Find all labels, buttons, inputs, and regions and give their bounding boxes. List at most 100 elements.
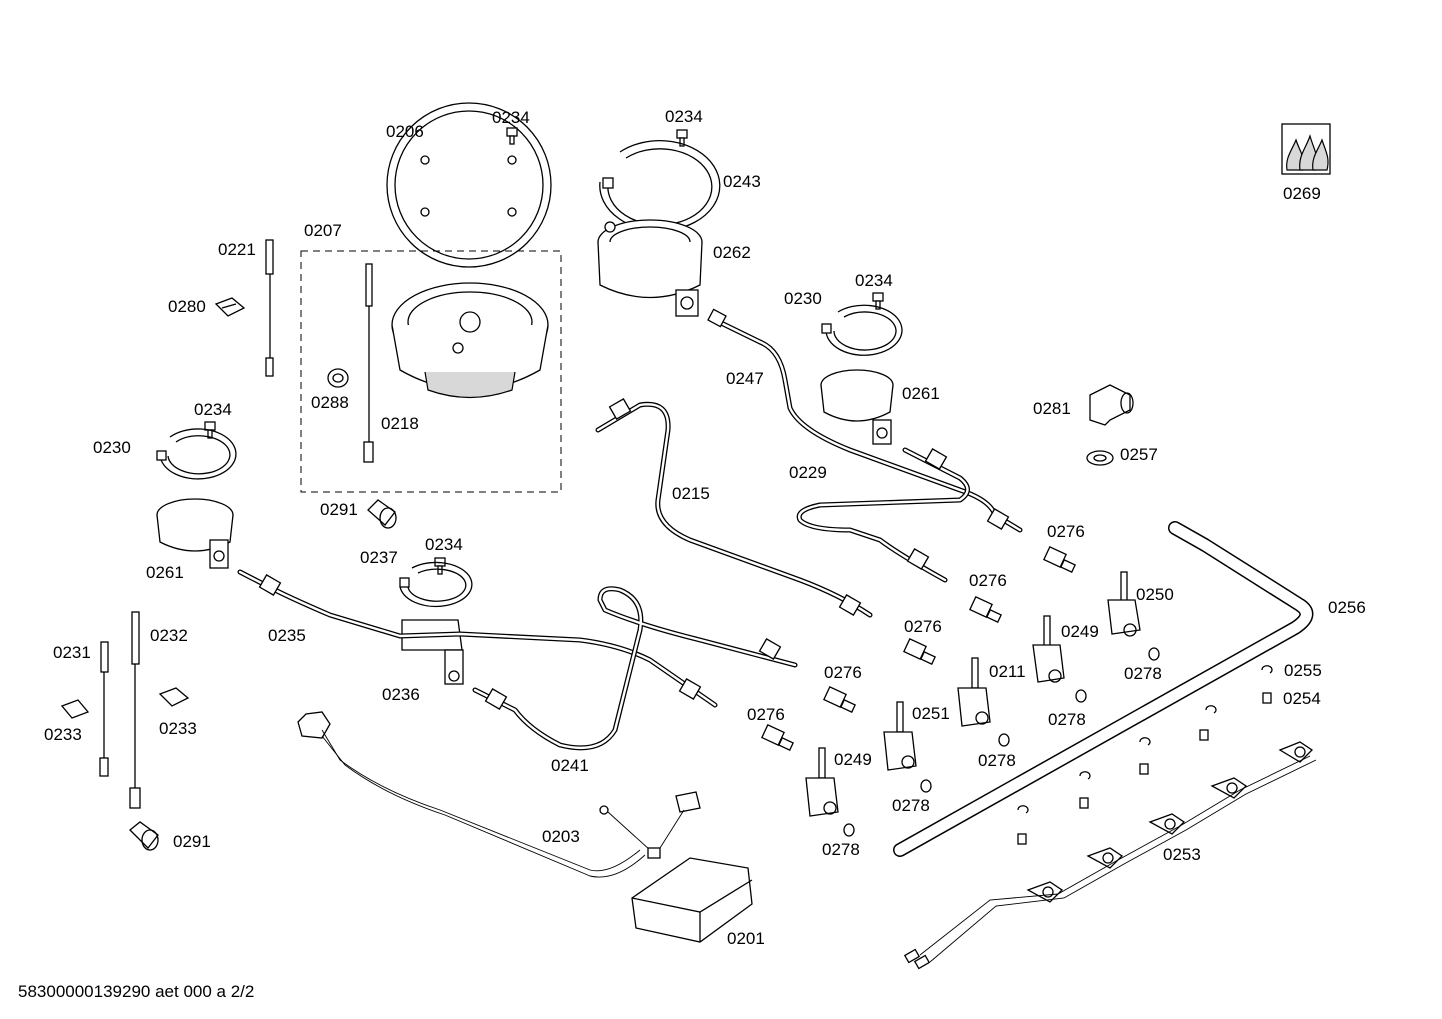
part-label-0257: 0257: [1120, 445, 1158, 464]
pipe-nut-icon: [906, 548, 930, 570]
part-label-0278: 0278: [892, 796, 930, 815]
washer-0257-icon: [1086, 450, 1114, 466]
gas-pipe-0256: [893, 521, 1314, 857]
gas-valve-0211: [957, 657, 991, 727]
part-label-0269: 0269: [1283, 184, 1321, 203]
gas-pipe-0241: [472, 586, 798, 751]
part-label-0235: 0235: [268, 626, 306, 645]
pipe-nut-icon: [924, 448, 948, 470]
part-label-0234: 0234: [492, 108, 530, 127]
part-label-0253: 0253: [1163, 845, 1201, 864]
part-label-0206: 0206: [386, 122, 424, 141]
pipe-nut-icon: [678, 678, 702, 700]
part-label-0280: 0280: [168, 297, 206, 316]
gas-pipe-0247: [712, 317, 1023, 533]
retaining-ring-0243: [599, 140, 721, 232]
part-label-0291: 0291: [173, 832, 211, 851]
burner-kit-frame-0207: [300, 250, 562, 493]
part-label-0230: 0230: [784, 289, 822, 308]
ignition-electrode-0231: [99, 641, 109, 777]
part-label-0234: 0234: [194, 400, 232, 419]
part-label-0249: 0249: [834, 750, 872, 769]
nozzle-0276-icon: [1043, 545, 1076, 574]
part-label-0276: 0276: [969, 571, 1007, 590]
part-label-0254: 0254: [1283, 689, 1321, 708]
part-label-0276: 0276: [904, 617, 942, 636]
screw-0234-icon: [676, 129, 688, 147]
part-label-0247: 0247: [726, 369, 764, 388]
clip-0233-icon: [60, 699, 90, 719]
part-label-0256: 0256: [1328, 598, 1366, 617]
part-label-0261: 0261: [902, 384, 940, 403]
cap-0291-icon: [129, 821, 159, 851]
part-label-0215: 0215: [672, 484, 710, 503]
part-label-0234: 0234: [665, 107, 703, 126]
part-label-0278: 0278: [822, 840, 860, 859]
pipe-nut-icon: [758, 638, 782, 660]
ignition-module-0201: [631, 857, 753, 943]
part-label-0262: 0262: [713, 243, 751, 262]
ignition-electrode-0221: [265, 239, 274, 377]
thermocouple-0218: [363, 263, 374, 463]
part-label-0276: 0276: [747, 705, 785, 724]
nozzle-0276-icon: [969, 595, 1002, 624]
part-label-0255: 0255: [1284, 661, 1322, 680]
gas-pipe-0235: [237, 569, 718, 708]
part-label-0261: 0261: [146, 563, 184, 582]
part-label-0221: 0221: [218, 240, 256, 259]
screw-0234-icon: [506, 127, 518, 145]
part-label-0241: 0241: [551, 756, 589, 775]
part-label-0207: 0207: [304, 221, 342, 240]
gas-pipe-0215: [595, 401, 873, 618]
nozzle-0276-icon: [903, 637, 936, 666]
retaining-ring-0230: [821, 304, 903, 356]
part-label-0229: 0229: [789, 463, 827, 482]
part-label-0201: 0201: [727, 929, 765, 948]
screw-0234-icon: [872, 292, 884, 310]
pipe-nut-icon: [707, 308, 727, 328]
seal-0278-icon: [1075, 689, 1087, 703]
spring-0254-icon: [1017, 692, 1272, 845]
pipe-nut-icon: [608, 398, 632, 420]
seal-0278-icon: [920, 779, 932, 793]
gas-valve-0251: [883, 701, 917, 771]
part-label-0237: 0237: [360, 548, 398, 567]
part-label-0249: 0249: [1061, 622, 1099, 641]
burner-body-0236: [401, 619, 464, 685]
main-burner-cup: [391, 282, 549, 399]
burner-gasket-ring-0206: [386, 102, 552, 268]
document-footer: 58300000139290 aet 000 a 2/2: [18, 982, 255, 1001]
pipe-nut-icon: [484, 688, 508, 710]
pipe-nut-icon: [986, 508, 1010, 530]
nut-0288-icon: [327, 368, 349, 388]
burner-body-0261: [156, 498, 234, 569]
part-label-0232: 0232: [150, 626, 188, 645]
gas-pipe-0229: [796, 447, 970, 583]
part-label-0278: 0278: [1124, 664, 1162, 683]
elbow-fitting-0281: [1089, 384, 1134, 426]
part-label-0288: 0288: [311, 393, 349, 412]
spring-clip-0255-icon: [1017, 665, 1273, 814]
part-label-0278: 0278: [1048, 710, 1086, 729]
wire-harness-0203: [297, 711, 701, 878]
part-label-0250: 0250: [1136, 585, 1174, 604]
gas-valve-0250: [1107, 571, 1141, 637]
cap-0291-icon: [367, 499, 397, 529]
part-label-0281: 0281: [1033, 399, 1071, 418]
part-label-0211: 0211: [989, 662, 1026, 681]
thermocouple-0232: [129, 611, 141, 809]
clip-0233-icon: [158, 687, 190, 707]
pipe-nut-icon: [838, 594, 862, 616]
part-label-0276: 0276: [1047, 522, 1085, 541]
part-label-0234: 0234: [855, 271, 893, 290]
retaining-ring-0237: [399, 561, 473, 608]
part-label-0233: 0233: [159, 719, 197, 738]
part-label-0278: 0278: [978, 751, 1016, 770]
part-label-0276: 0276: [824, 663, 862, 682]
part-label-0291: 0291: [320, 500, 358, 519]
part-label-0234: 0234: [425, 535, 463, 554]
part-label-0203: 0203: [542, 827, 580, 846]
burner-body-0262: [597, 219, 703, 317]
seal-0278-icon: [843, 823, 855, 837]
